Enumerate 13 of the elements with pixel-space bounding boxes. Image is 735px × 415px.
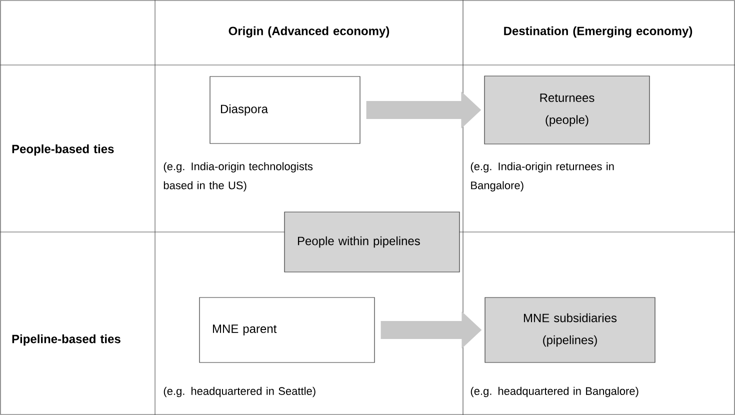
text-box: MNE subsidiaries (pipelines) <box>484 297 656 363</box>
row-header: People-based ties <box>12 144 114 156</box>
row-header: Pipeline-based ties <box>12 334 120 346</box>
text-box: Diaspora <box>210 76 360 144</box>
text-box: Returnees (people) <box>484 76 650 144</box>
example-text: (e.g. headquartered in Bangalore) <box>470 386 638 398</box>
example-text: (e.g. headquartered in Seattle) <box>164 386 316 398</box>
column-header: Destination (Emerging economy) <box>504 26 692 38</box>
text-box: MNE parent <box>199 297 375 363</box>
example-text: (e.g. India-origin returnees in Bangalore) <box>470 162 614 192</box>
column-header: Origin (Advanced economy) <box>228 26 390 38</box>
text-box: People within pipelines <box>284 212 460 272</box>
example-text: (e.g. India-origin technologists based in the US) <box>164 162 313 192</box>
